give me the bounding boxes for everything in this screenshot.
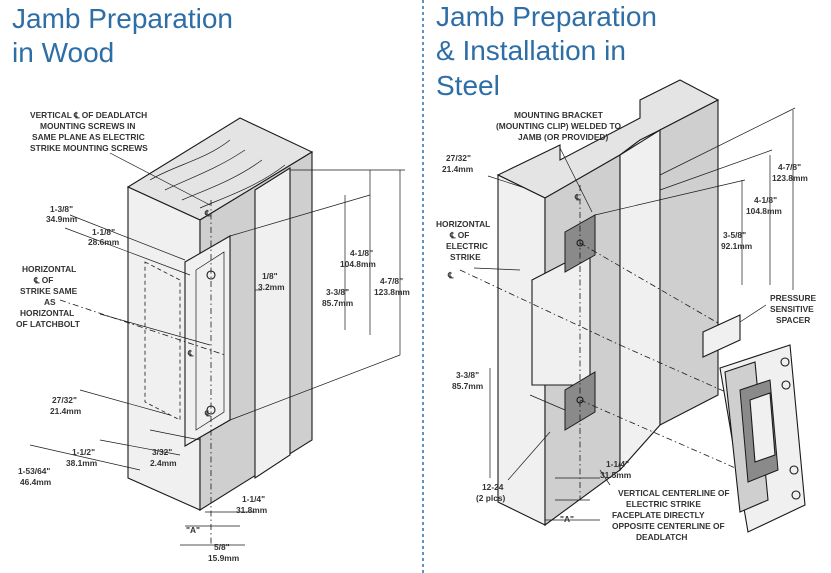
wood-panel: Jamb Preparation in Wood ℄ ℄ ℄ xyxy=(12,3,410,563)
dim-3-32-mm: 2.4mm xyxy=(150,458,177,468)
steel-dim-4-1-8-mm: 104.8mm xyxy=(746,206,782,216)
horizontal-centerline xyxy=(59,299,226,356)
dim-1-1-4-mm: 31.8mm xyxy=(236,505,267,515)
steel-title-line3: Steel xyxy=(436,70,500,101)
dim-27-32-in: 27/32" xyxy=(52,395,77,405)
steel-cl-mark-top: ℄ xyxy=(574,192,581,202)
dim-3-3-8-in: 3-3/8" xyxy=(326,287,349,297)
bracket-label-line2: (MOUNTING CLIP) WELDED TO xyxy=(496,121,621,131)
steel-dim-4-7-8-mm: 123.8mm xyxy=(772,173,808,183)
screw-label-line1: 12-24 xyxy=(482,482,504,492)
wood-stop xyxy=(254,167,291,480)
strike-screw-top xyxy=(780,357,790,367)
strike-keeper-detail xyxy=(749,392,776,463)
steel-stop xyxy=(659,99,719,426)
steel-horiz-line2: ℄ OF xyxy=(449,230,469,240)
steel-dim-a: "A" xyxy=(560,514,574,524)
steel-title-line2: & Installation in xyxy=(436,35,626,66)
dim-4-7-8-mm: 123.8mm xyxy=(374,287,410,297)
dim-1-53-64-mm: 46.4mm xyxy=(20,477,51,487)
strike-screw-2 xyxy=(781,380,791,390)
pressure-spacer xyxy=(702,314,741,358)
steel-dim-4-1-8-in: 4-1/8" xyxy=(754,195,777,205)
steel-dim-3-5-8-in: 3-5/8" xyxy=(723,230,746,240)
strike-screw-bottom xyxy=(791,490,801,500)
dim-3-3-8-mm: 85.7mm xyxy=(322,298,353,308)
cl-mark-top: ℄ xyxy=(204,208,211,218)
steel-rabbet xyxy=(619,129,661,472)
dim-4-1-8-in: 4-1/8" xyxy=(350,248,373,258)
steel-dim-3-3-8-mm: 85.7mm xyxy=(452,381,483,391)
pressure-label-line1: PRESSURE xyxy=(770,293,816,303)
dim-1-1-2-in: 1-1/2" xyxy=(72,447,95,457)
dim-4-1-8-mm: 104.8mm xyxy=(340,259,376,269)
pressure-label-line2: SENSITIVE xyxy=(770,304,814,314)
wood-dimension-lines xyxy=(29,169,405,546)
strike-screw-3 xyxy=(789,465,799,475)
dim-5-8-mm: 15.9mm xyxy=(208,553,239,563)
wood-vcl-line4: STRIKE MOUNTING SCREWS xyxy=(30,143,148,153)
wood-horiz-line2: ℄ OF xyxy=(33,275,53,285)
wood-horiz-line5: HORIZONTAL xyxy=(20,308,74,318)
steel-vert-line1: VERTICAL CENTERLINE OF xyxy=(618,488,730,498)
dim-1-3-8-in: 1-3/8" xyxy=(50,204,73,214)
steel-vert-line4: OPPOSITE CENTERLINE OF xyxy=(612,521,725,531)
pressure-label-line3: SPACER xyxy=(776,315,810,325)
dim-1-1-8-in: 1-1/8" xyxy=(92,227,115,237)
steel-dimension-lines xyxy=(473,107,796,521)
wood-vcl-line1: VERTICAL ℄ OF DEADLATCH xyxy=(30,110,147,120)
wood-title-line2: in Wood xyxy=(12,37,114,68)
steel-dim-1-1-4-in: 1-1/4" xyxy=(606,459,629,469)
steel-dim-27-32-mm: 21.4mm xyxy=(442,164,473,174)
bracket-label-line1: MOUNTING BRACKET xyxy=(514,110,604,120)
steel-dim-1-1-4-mm: 31.5mm xyxy=(600,470,631,480)
dim-27-32-mm: 21.4mm xyxy=(50,406,81,416)
dim-a: "A" xyxy=(186,525,200,535)
screw-label-line2: (2 plcs) xyxy=(476,493,506,503)
wood-horiz-line6: OF LATCHBOLT xyxy=(16,319,81,329)
dim-1-3-8-mm: 34.9mm xyxy=(46,214,77,224)
steel-vert-line2: ELECTRIC STRIKE xyxy=(626,499,701,509)
wood-horiz-line1: HORIZONTAL xyxy=(22,264,76,274)
strike-lip xyxy=(195,251,225,431)
dim-1-1-8-mm: 28.6mm xyxy=(88,237,119,247)
electric-strike xyxy=(719,344,806,533)
steel-title-line1: Jamb Preparation xyxy=(436,1,657,32)
wood-horiz-line3: STRIKE SAME xyxy=(20,286,78,296)
steel-vert-line3: FACEPLATE DIRECTLY xyxy=(612,510,705,520)
projection-line-1 xyxy=(579,242,731,331)
steel-horiz-line3: ELECTRIC xyxy=(446,241,488,251)
steel-vert-line5: DEADLATCH xyxy=(636,532,687,542)
steel-panel: Jamb Preparation & Installation in Steel… xyxy=(436,1,816,542)
dim-1-53-64-in: 1-53/64" xyxy=(18,466,50,476)
dim-3-32-in: 3/32" xyxy=(152,447,172,457)
steel-horiz-line4: STRIKE xyxy=(450,252,481,262)
cl-mark-mid: ℄ xyxy=(187,348,194,358)
steel-dim-3-3-8-in: 3-3/8" xyxy=(456,370,479,380)
steel-dim-3-5-8-mm: 92.1mm xyxy=(721,241,752,251)
wood-title-line1: Jamb Preparation xyxy=(12,3,233,34)
steel-horiz-line1: HORIZONTAL xyxy=(436,219,490,229)
projection-line-2 xyxy=(579,399,741,471)
wood-horiz-line4: AS xyxy=(44,297,56,307)
cl-mark-bottom: ℄ xyxy=(204,408,211,418)
steel-dim-4-7-8-in: 4-7/8" xyxy=(778,162,801,172)
steel-cl-mark-horiz: ℄ xyxy=(447,270,454,280)
steel-horizontal-centerline xyxy=(459,269,621,346)
dim-4-7-8-in: 4-7/8" xyxy=(380,276,403,286)
wood-vcl-line3: SAME PLANE AS ELECTRIC xyxy=(32,132,145,142)
wood-vcl-line2: MOUNTING SCREWS IN xyxy=(40,121,135,131)
steel-frame-drawing: ℄ ℄ xyxy=(447,79,756,527)
wood-grain xyxy=(149,139,286,209)
wood-jamb-drawing: ℄ ℄ ℄ xyxy=(59,117,314,545)
dim-1-1-4-in: 1-1/4" xyxy=(242,494,265,504)
dim-1-8-mm: 3.2mm xyxy=(258,282,285,292)
steel-dim-27-32-in: 27/32" xyxy=(446,153,471,163)
dim-5-8-in: 5/8" xyxy=(214,542,230,552)
dim-1-8-in: 1/8" xyxy=(262,271,278,281)
bracket-label-line3: JAMB (OR PROVIDED) xyxy=(518,132,608,142)
dim-1-1-2-mm: 38.1mm xyxy=(66,458,97,468)
